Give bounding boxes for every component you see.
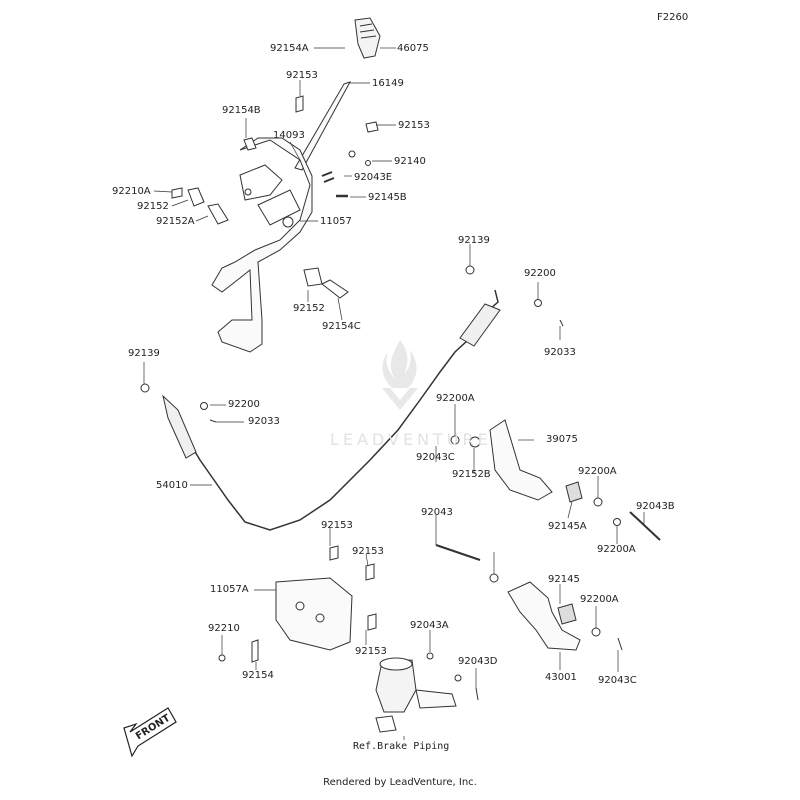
watermark-logo <box>382 340 418 410</box>
part-label[interactable]: 92152 <box>137 201 169 212</box>
part-label[interactable]: 92153 <box>398 120 430 131</box>
part-label[interactable]: 92210 <box>208 623 240 634</box>
part-label[interactable]: 92153 <box>355 646 387 657</box>
front-arrow-icon <box>123 707 177 758</box>
part-label[interactable]: 92043E <box>354 172 393 183</box>
part-label[interactable]: 11057 <box>320 216 352 227</box>
part-label[interactable]: 92153 <box>286 70 318 81</box>
part-label[interactable]: 92153 <box>321 520 353 531</box>
part-label[interactable]: 92154 <box>242 670 274 681</box>
part-label[interactable]: 92200 <box>524 268 556 279</box>
part-label[interactable]: 43001 <box>545 672 577 683</box>
part-label[interactable]: 39075 <box>546 434 578 445</box>
part-label[interactable]: 92043C <box>416 452 455 463</box>
part-label[interactable]: 92200A <box>580 594 619 605</box>
part-label[interactable]: 92043B <box>636 501 675 512</box>
part-label[interactable]: 92154A <box>270 43 309 54</box>
part-label[interactable]: 92200A <box>578 466 617 477</box>
part-label[interactable]: 92153 <box>352 546 384 557</box>
part-label[interactable]: 92145 <box>548 574 580 585</box>
part-label[interactable]: 92210A <box>112 186 151 197</box>
part-label[interactable]: 92145B <box>368 192 407 203</box>
part-label[interactable]: 92139 <box>128 348 160 359</box>
part-label[interactable]: 92152 <box>293 303 325 314</box>
part-label[interactable]: 92033 <box>248 416 280 427</box>
footer-credit: Rendered by LeadVenture, Inc. <box>323 777 477 788</box>
part-label[interactable]: 54010 <box>156 480 188 491</box>
part-label[interactable]: 92033 <box>544 347 576 358</box>
part-label[interactable]: 92145A <box>548 521 587 532</box>
part-label[interactable]: 16149 <box>372 78 404 89</box>
watermark-text: LEADVENTURE <box>330 430 492 449</box>
part-label[interactable]: 92154C <box>322 321 361 332</box>
part-label[interactable]: 92043D <box>458 656 498 667</box>
part-label[interactable]: 92043A <box>410 620 449 631</box>
part-label[interactable]: 14093 <box>273 130 305 141</box>
part-label[interactable]: 11057A <box>210 584 249 595</box>
part-label[interactable]: 92140 <box>394 156 426 167</box>
part-label[interactable]: 92043C <box>598 675 637 686</box>
part-label[interactable]: 92200A <box>597 544 636 555</box>
part-label[interactable]: 46075 <box>397 43 429 54</box>
part-label[interactable]: 92152B <box>452 469 491 480</box>
part-label[interactable]: 92200A <box>436 393 475 404</box>
part-label[interactable]: 92200 <box>228 399 260 410</box>
reference-label: Ref.Brake Piping <box>353 741 450 752</box>
part-label[interactable]: 92152A <box>156 216 195 227</box>
part-label[interactable]: 92139 <box>458 235 490 246</box>
part-label[interactable]: 92043 <box>421 507 453 518</box>
part-label[interactable]: 92154B <box>222 105 261 116</box>
diagram-id: F2260 <box>657 12 689 23</box>
